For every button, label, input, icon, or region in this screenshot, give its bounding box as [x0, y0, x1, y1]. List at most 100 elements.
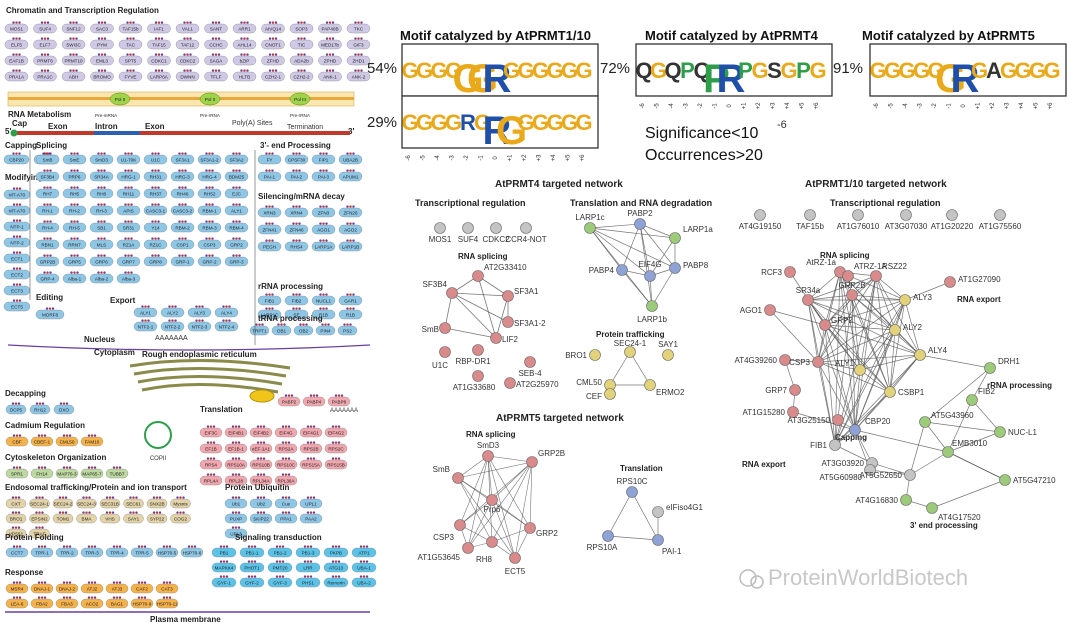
rrna-protein-dot — [322, 307, 325, 310]
trna-protein-dot — [280, 323, 283, 326]
signaling-protein-dot — [365, 575, 369, 578]
modifying-protein-dot — [15, 251, 19, 254]
splicing-protein-dot — [127, 220, 130, 223]
chromatin-protein-dot — [297, 21, 300, 24]
network-edge — [817, 271, 841, 363]
modifying-protein: ECT3 — [11, 288, 23, 293]
network-edge — [514, 461, 533, 559]
endo-protein-dot — [88, 511, 91, 514]
splicing-protein-dot — [124, 220, 127, 223]
prmt5-spl-label: GRP2B — [538, 449, 565, 458]
splicing-protein: EJC — [232, 191, 241, 196]
prmt110-node-node — [864, 464, 876, 476]
chromatin-protein-dot — [157, 37, 161, 40]
termination-label: Termination — [287, 124, 323, 131]
endo-protein-dot — [11, 511, 15, 514]
response-protein-pill — [105, 598, 129, 609]
network-edge — [854, 275, 877, 431]
response-protein: CAT3 — [161, 586, 173, 591]
chromatin-protein: ZFHD — [267, 58, 280, 63]
signaling-protein-dot — [362, 545, 366, 548]
logo-prmt5-tick: +6 — [1048, 102, 1054, 110]
splicing-protein-pill — [89, 273, 114, 284]
splicing-protein-dot — [157, 220, 160, 223]
ubiquitin-protein: Ub2 — [257, 501, 266, 506]
splicing-protein-dot — [157, 169, 160, 172]
prmt110-node-label: ALY4 — [928, 346, 948, 355]
signaling-protein-pill — [211, 577, 237, 588]
signaling-protein-dot — [225, 560, 229, 563]
network-edge — [609, 351, 631, 386]
splicing-protein: PRP6 — [68, 174, 80, 179]
chromatin-protein-dot — [357, 69, 360, 72]
response-protein-dot — [62, 596, 66, 599]
signaling-protein-pill — [351, 577, 377, 588]
prmt5-motif-title: Motif catalyzed by AtPRMT5 — [862, 28, 1035, 43]
network-edge — [904, 281, 951, 301]
export-protein: NTF2-2 — [165, 324, 181, 329]
ubiquitin-protein-pill — [249, 498, 273, 509]
chromatin-protein-pill — [147, 55, 171, 66]
prmt110-node-label: GRP7 — [765, 386, 787, 395]
response-protein-dot — [165, 581, 169, 584]
chromatin-protein: MOS1 — [10, 26, 23, 31]
trna-protein-dot — [343, 323, 346, 326]
endo-protein-dot — [82, 511, 85, 514]
splicing-protein-pill — [197, 222, 222, 233]
prmt4-tl-node — [616, 264, 628, 276]
splicing-protein-dot — [235, 186, 238, 189]
end-protein: CPSF30 — [288, 157, 306, 162]
polya-sites-label: Poly(A) Sites — [232, 120, 273, 127]
prmt5-spl-label: CSP3 — [433, 533, 454, 542]
signaling-protein: MAPKK4 — [215, 565, 234, 570]
modifying-protein-pill — [3, 301, 31, 312]
splicing-protein: RH-1 — [42, 208, 53, 213]
three-prime: 3' — [348, 127, 354, 136]
chromatin-protein-pill — [289, 71, 314, 82]
prmt4-spl-node — [446, 287, 458, 299]
export-protein: ALY1 — [140, 310, 151, 315]
signaling-protein-dot — [275, 560, 279, 563]
splicing-protein-pill — [116, 222, 141, 233]
endo-protein: SNX2B — [149, 501, 164, 506]
chromatin-protein-dot — [157, 21, 161, 24]
splicing-protein-dot — [178, 169, 181, 172]
splicing-protein-dot — [43, 220, 46, 223]
prmt4-spl-label: SEB-4 — [518, 369, 542, 378]
prmt110-node-label: AT3G25150 — [787, 416, 830, 425]
splicing-protein-pill — [224, 171, 249, 182]
splicing-protein-dot — [205, 152, 208, 155]
splicing-protein-dot — [238, 203, 241, 206]
splicing-protein: RH-4 — [42, 225, 53, 230]
chromatin-protein-dot — [246, 37, 249, 40]
logo-prmt110-a-letter: G — [561, 58, 578, 83]
rrna-protein-dot — [298, 293, 301, 296]
splicing-protein: GRP5 — [68, 259, 81, 264]
chromatin-protein: bZIP — [240, 58, 250, 63]
cadmium-protein-pill — [80, 436, 104, 447]
splicing-protein-pill — [224, 205, 249, 216]
splicing-protein-dot — [73, 186, 76, 189]
endo-protein-dot — [182, 511, 185, 514]
endo-protein-dot — [61, 511, 65, 514]
endo-protein: SEC24-2 — [54, 501, 73, 506]
end-protein-dot — [268, 152, 271, 155]
left-panel: Chromatin and Transcription RegulationMO… — [0, 0, 380, 623]
chromatin-protein-dot — [132, 69, 135, 72]
silencing-protein-dot — [298, 205, 301, 208]
silencing-protein: LARP1B — [342, 244, 360, 249]
chromatin-protein: PRMT6 — [37, 58, 53, 63]
chromatin-protein-dot — [69, 21, 72, 24]
splicing-protein-dot — [151, 169, 154, 172]
logo-prmt4-tick: 0 — [727, 104, 733, 108]
splicing-protein-dot — [130, 186, 133, 189]
splicing-protein-dot — [46, 254, 49, 257]
translation-protein-dot — [256, 457, 260, 460]
prmt4-tx-label: CDKC2 — [482, 235, 510, 244]
end-protein-dot — [295, 152, 298, 155]
pct-prmt4: 72% — [600, 60, 630, 77]
chromatin-protein-dot — [268, 69, 272, 72]
logo-prmt5-letter: G — [1043, 58, 1060, 83]
splicing-protein-dot — [46, 203, 49, 206]
prmt110-node-node — [984, 362, 996, 374]
